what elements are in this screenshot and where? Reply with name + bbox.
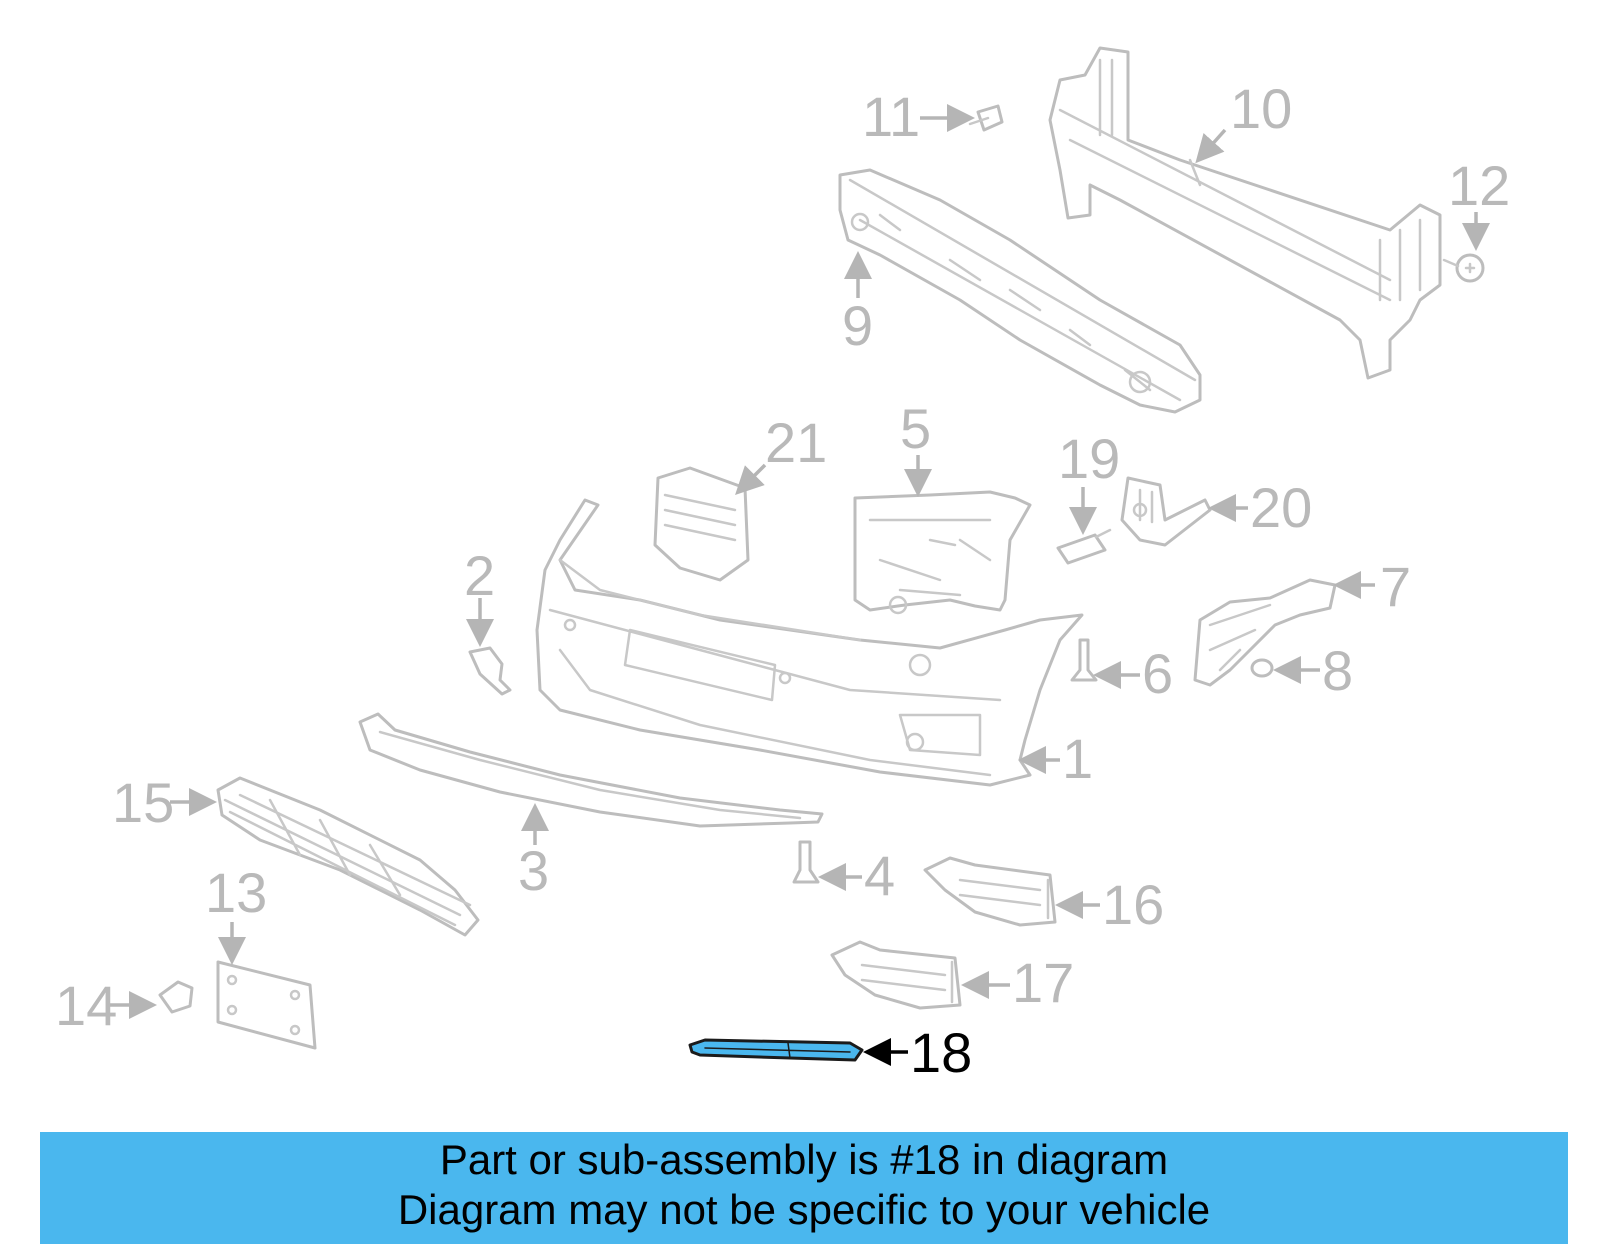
callout-18: 18 — [910, 1021, 972, 1084]
callout-labels: 11 10 12 9 21 5 19 20 7 8 6 2 1 3 4 15 1… — [55, 77, 1510, 1084]
callout-14: 14 — [55, 974, 117, 1037]
callout-19: 19 — [1058, 427, 1120, 490]
callout-arrows — [108, 104, 1490, 1066]
callout-4: 4 — [864, 844, 895, 907]
callout-6: 6 — [1142, 642, 1173, 705]
part-15-grille[interactable] — [216, 776, 480, 937]
callout-3: 3 — [518, 839, 549, 902]
part-13-license-plate-bracket[interactable] — [216, 960, 317, 1050]
part-19-sensor-plug[interactable] — [1056, 528, 1112, 565]
callout-13: 13 — [205, 861, 267, 924]
callout-15: 15 — [112, 771, 174, 834]
part-12-screw[interactable] — [1442, 253, 1485, 283]
part-7-side-guide[interactable] — [1193, 578, 1337, 687]
callout-17: 17 — [1012, 951, 1074, 1014]
callout-11: 11 — [862, 85, 920, 148]
part-11-bolt[interactable] — [968, 104, 1004, 132]
info-banner: Part or sub-assembly is #18 in diagram D… — [40, 1132, 1568, 1244]
callout-12: 12 — [1448, 154, 1510, 217]
callout-2: 2 — [464, 544, 495, 607]
callout-8: 8 — [1322, 639, 1353, 702]
part-14-clip[interactable] — [158, 980, 194, 1014]
part-2-cap[interactable] — [468, 646, 512, 696]
callout-20: 20 — [1250, 476, 1312, 539]
part-10-reinforcement-beam[interactable] — [1048, 46, 1442, 380]
part-18-trim-strip[interactable] — [688, 1038, 864, 1062]
callout-1: 1 — [1062, 727, 1093, 790]
callout-9: 9 — [842, 294, 873, 357]
callout-10: 10 — [1230, 77, 1292, 140]
callout-16: 16 — [1102, 873, 1164, 936]
info-banner-background — [40, 1132, 1568, 1244]
part-17-trim[interactable] — [830, 940, 962, 1010]
callout-21: 21 — [765, 411, 827, 474]
part-3-spoiler[interactable] — [358, 712, 824, 828]
banner-line-disclaimer: Diagram may not be specific to your vehi… — [397, 1186, 1211, 1233]
part-21-sensor-module[interactable] — [653, 466, 750, 582]
banner-line-part-number: Part or sub-assembly is #18 in diagram — [439, 1136, 1169, 1183]
part-5-bracket[interactable] — [853, 490, 1032, 615]
part-4-bolt[interactable] — [792, 840, 820, 884]
part-20-mount-bracket[interactable] — [1120, 476, 1212, 547]
part-1-bumper-cover[interactable] — [535, 498, 1084, 787]
callout-7: 7 — [1380, 555, 1411, 618]
part-6-screw[interactable] — [1070, 638, 1098, 682]
part-9-energy-absorber[interactable] — [838, 168, 1202, 414]
part-8-nut[interactable] — [1250, 658, 1274, 678]
part-16-trim[interactable] — [923, 856, 1057, 927]
callout-5: 5 — [900, 397, 931, 460]
